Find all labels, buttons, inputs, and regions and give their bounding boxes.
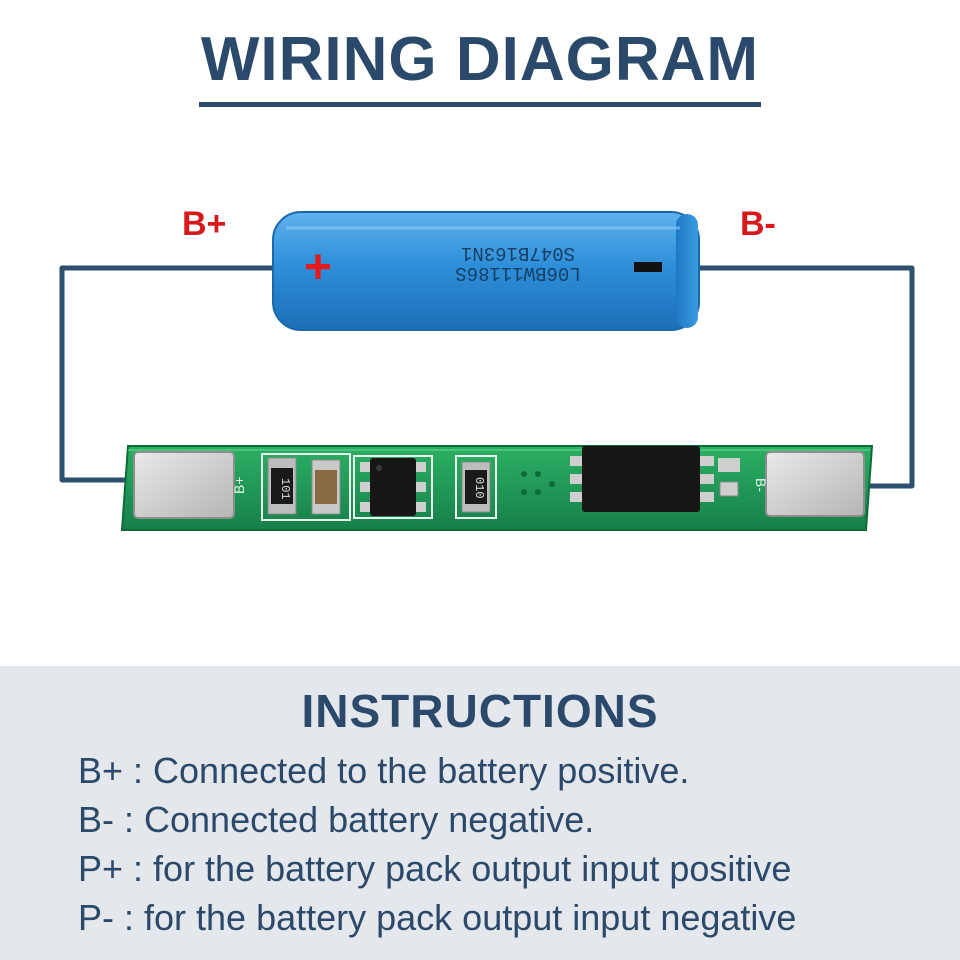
instructions-title: INSTRUCTIONS — [301, 685, 659, 737]
pad-right — [765, 451, 865, 517]
instructions-list: B+ : Connected to the battery positive. … — [78, 746, 796, 942]
battery-minus-symbol — [634, 262, 662, 272]
mosfet-chip — [353, 455, 433, 519]
smd-small — [718, 458, 740, 497]
resistor-r2-code: 010 — [472, 477, 486, 499]
protection-pcb: B+ B- 101 010 — [120, 445, 874, 531]
battery-plus-symbol: + — [304, 241, 332, 294]
battery-print-line-2: S047B163N1 — [461, 242, 575, 264]
battery-cell: + L06BW11186S S047B163N1 — [272, 211, 700, 331]
capacitor-c1 — [311, 459, 341, 515]
instruction-line: P+ : for the battery pack output input p… — [78, 848, 792, 889]
pcb-marking-b-plus: B+ — [231, 476, 247, 494]
pcb-marking-b-minus: B- — [753, 478, 769, 492]
label-b-plus: B+ — [182, 205, 226, 243]
instructions-panel: INSTRUCTIONS B+ : Connected to the batte… — [0, 666, 960, 960]
instruction-line: B+ : Connected to the battery positive. — [78, 750, 690, 791]
resistor-r2: 010 — [455, 455, 497, 519]
instruction-line: P- : for the battery pack output input n… — [78, 897, 797, 938]
resistor-r1: 101 — [267, 457, 297, 515]
pad-left — [133, 451, 235, 519]
pcb-vias — [521, 471, 555, 495]
title-wrap: WIRING DIAGRAM — [0, 22, 960, 107]
battery-print-line-1: L06BW11186S — [455, 262, 580, 284]
wiring-diagram: B+ B- + L06BW11186S S047B163N1 B+ B- 101 — [59, 205, 915, 531]
page-title: WIRING DIAGRAM — [198, 22, 762, 107]
instruction-line: B- : Connected battery negative. — [78, 799, 595, 840]
protection-ic — [570, 446, 714, 512]
resistor-r1-code: 101 — [278, 478, 292, 500]
label-b-minus: B- — [740, 205, 776, 243]
